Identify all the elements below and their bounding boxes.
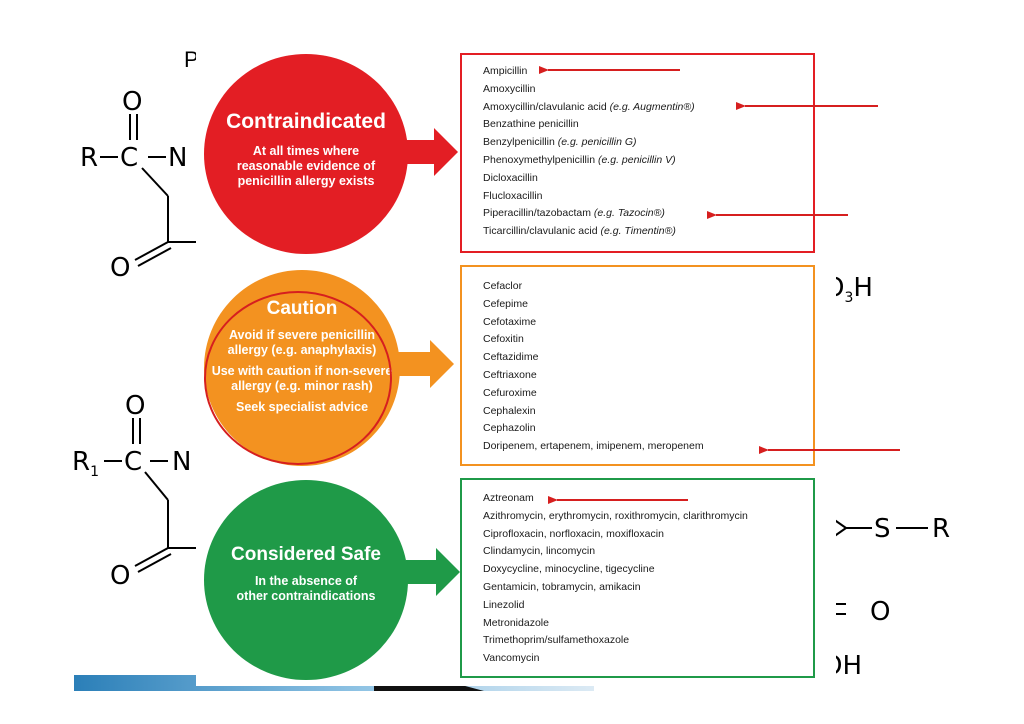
- safe-subtitle-1: In the absence of: [254, 574, 358, 588]
- list-item: Ampicillin: [483, 65, 528, 77]
- list-item: Doxycycline, minocycline, tigecycline: [483, 563, 655, 576]
- chem-c2: C: [124, 447, 142, 477]
- list-item: Benzathine penicillin: [483, 118, 579, 131]
- list-item: Cefepime: [483, 297, 528, 310]
- list-item: Cephalexin: [483, 404, 536, 417]
- caution-subtitle-4: allergy (e.g. minor rash): [231, 379, 373, 393]
- list-item: Ticarcillin/clavulanic acid (e.g. Timent…: [483, 225, 676, 238]
- list-item: Cephazolin: [483, 422, 536, 435]
- list-item: Vancomycin: [483, 652, 540, 665]
- contraindicated-drug-list: Ampicillin Amoxycillin Amoxycillin/clavu…: [483, 63, 813, 241]
- caution-drug-list: Cefaclor Cefepime Cefotaxime Cefoxitin C…: [483, 278, 813, 456]
- list-item: Azithromycin, erythromycin, roxithromyci…: [483, 509, 748, 522]
- monobactam-structure: [104, 418, 196, 573]
- list-item: Cefuroxime: [483, 386, 537, 399]
- chem-r1: R1: [72, 447, 99, 480]
- chem-o3: O: [125, 391, 145, 421]
- list-item: Ceftazidime: [483, 351, 539, 364]
- caution-subtitle-2: allergy (e.g. anaphylaxis): [227, 343, 377, 357]
- chem-n2: N: [172, 447, 191, 477]
- chem-r: R: [80, 143, 98, 173]
- safe-circle: Considered Safe In the absence of other …: [204, 480, 408, 680]
- chem-o-top: O: [122, 87, 142, 117]
- safe-arrow-icon: [406, 548, 460, 596]
- contraindicated-arrow-icon: [404, 128, 458, 176]
- list-item: Amoxycillin/clavulanic acid (e.g. Augmen…: [483, 100, 695, 113]
- list-item: Amoxycillin: [483, 82, 536, 95]
- contraindicated-title: Contraindicated: [226, 110, 386, 133]
- safe-drug-box: Aztreonam Azithromycin, erythromycin, ro…: [460, 478, 815, 678]
- caution-subtitle-5: Seek specialist advice: [235, 400, 369, 414]
- chem-c: C: [120, 143, 138, 173]
- list-item: Flucloxacillin: [483, 189, 543, 202]
- list-item: Ciprofloxacin, norfloxacin, moxifloxacin: [483, 527, 664, 540]
- caution-drug-box: Cefaclor Cefepime Cefotaxime Cefoxitin C…: [460, 265, 815, 466]
- list-item: Trimethoprim/sulfamethoxazole: [483, 634, 630, 647]
- contraindicated-subtitle-1: At all times where: [252, 144, 360, 158]
- list-item: Clindamycin, lincomycin: [483, 545, 596, 558]
- list-item: Aztreonam: [483, 492, 534, 504]
- penicillin-structure: [100, 114, 196, 267]
- list-item: Cefaclor: [483, 280, 523, 292]
- chem-n: N: [168, 143, 187, 173]
- list-item: Gentamicin, tobramycin, amikacin: [483, 580, 641, 593]
- list-item: Cefotaxime: [483, 315, 537, 328]
- list-item: Phenoxymethylpenicillin (e.g. penicillin…: [483, 153, 676, 166]
- list-item: Piperacillin/tazobactam (e.g. Tazocin®): [483, 207, 665, 220]
- list-item: Linezolid: [483, 598, 525, 611]
- caution-circle: Caution Avoid if severe penicillin aller…: [204, 270, 400, 466]
- list-item: Benzylpenicillin (e.g. penicillin G): [483, 136, 637, 149]
- list-item: Doripenem, ertapenem, imipenem, meropene…: [483, 440, 704, 453]
- chem-s: S: [874, 514, 891, 544]
- chem-r-right: R: [932, 514, 950, 544]
- caution-subtitle-1: Avoid if severe penicillin: [228, 328, 376, 342]
- contraindicated-circle: Contraindicated At all times where reaso…: [204, 54, 408, 254]
- safe-subtitle-2: other contraindications: [236, 589, 376, 603]
- contraindicated-drug-box: Ampicillin Amoxycillin Amoxycillin/clavu…: [460, 53, 815, 253]
- caution-subtitle-3: Use with caution if non-severe: [211, 364, 393, 378]
- slide-title-fragment: P: [184, 47, 199, 72]
- chem-o-right: O: [870, 597, 890, 627]
- contraindicated-subtitle-3: penicillin allergy exists: [237, 174, 375, 188]
- caution-title: Caution: [266, 298, 338, 319]
- safe-drug-list: Aztreonam Azithromycin, erythromycin, ro…: [483, 490, 813, 668]
- list-item: Dicloxacillin: [483, 171, 538, 184]
- list-item: Ceftriaxone: [483, 368, 537, 381]
- list-item: Metronidazole: [483, 616, 549, 629]
- chem-o-ring: O: [110, 253, 130, 283]
- caution-arrow-icon: [398, 340, 454, 388]
- safe-title: Considered Safe: [231, 544, 381, 565]
- contraindicated-subtitle-2: reasonable evidence of: [236, 159, 376, 173]
- list-item: Cefoxitin: [483, 333, 524, 346]
- chem-o4: O: [110, 561, 130, 591]
